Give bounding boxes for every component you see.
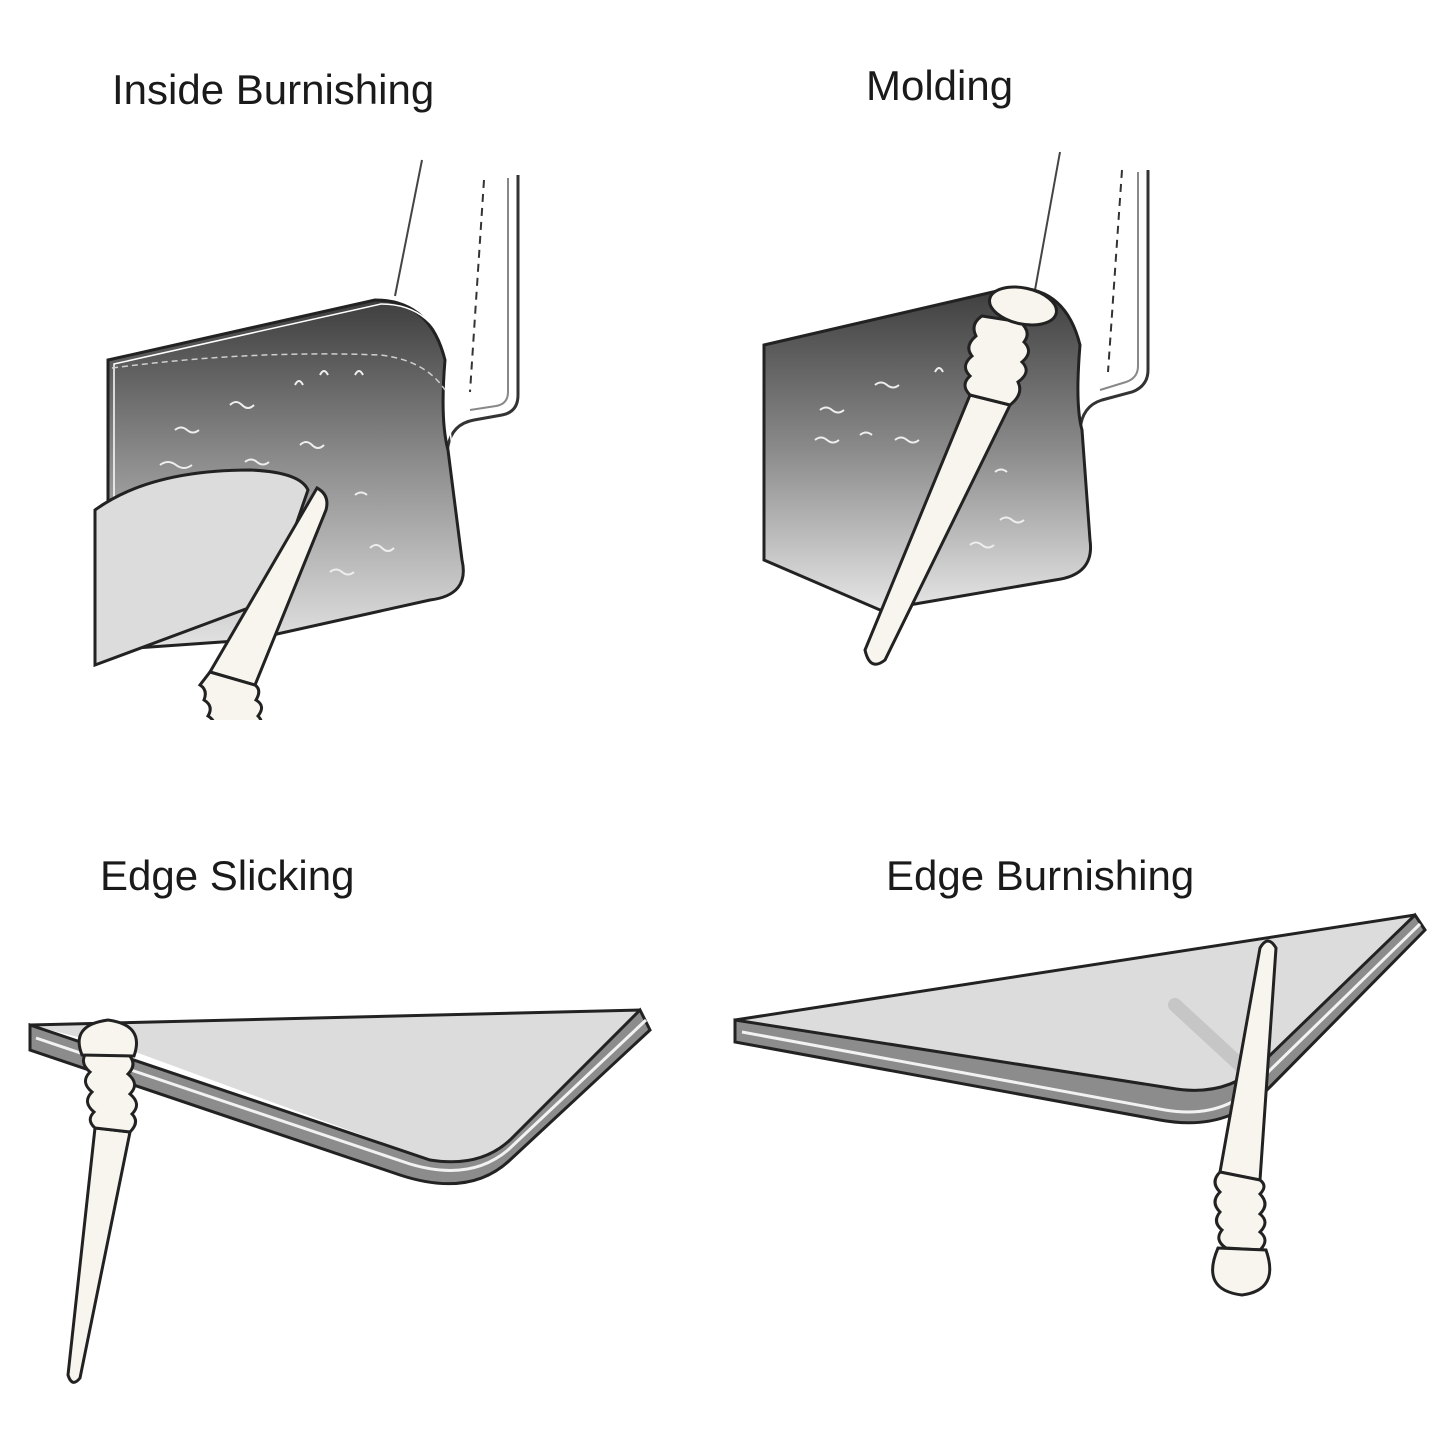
edge-burnishing-illustration — [733, 912, 1427, 1297]
caption-edge-burnishing: Edge Burnishing — [886, 852, 1195, 899]
caption-edge-slicking: Edge Slicking — [100, 852, 355, 899]
panel-edge-burnishing: Edge Burnishing — [720, 720, 1440, 1440]
panel-molding: Molding — [720, 0, 1440, 720]
leather-edge-highlight — [113, 303, 470, 655]
leather-texture — [814, 367, 1025, 549]
slicking-tool — [66, 1018, 138, 1384]
molding-tool — [863, 285, 1058, 666]
wall-outline — [1076, 170, 1150, 451]
edge-burnishing-tool — [1211, 939, 1278, 1297]
leader-line — [1034, 151, 1061, 291]
burnishing-tool — [197, 485, 329, 720]
panel-edge-slicking: Edge Slicking — [0, 720, 720, 1440]
front-flap — [93, 468, 310, 668]
wall-inner — [1099, 172, 1139, 391]
edge-slicking-illustration — [28, 1007, 652, 1384]
leather-piece — [28, 1007, 652, 1186]
molding-illustration — [762, 151, 1150, 666]
surface-crease — [111, 353, 446, 391]
wall-inner — [469, 178, 509, 411]
leather-texture — [159, 370, 395, 576]
stitch-line — [469, 179, 485, 393]
caption-inside-burnishing: Inside Burnishing — [112, 66, 435, 113]
caption-molding: Molding — [866, 62, 1014, 109]
leader-line — [394, 159, 423, 297]
inside-burnishing-illustration — [93, 159, 520, 720]
panel-inside-burnishing: Inside Burnishing — [0, 0, 720, 720]
stitch-line — [1107, 169, 1123, 373]
leather-piece — [733, 912, 1427, 1125]
